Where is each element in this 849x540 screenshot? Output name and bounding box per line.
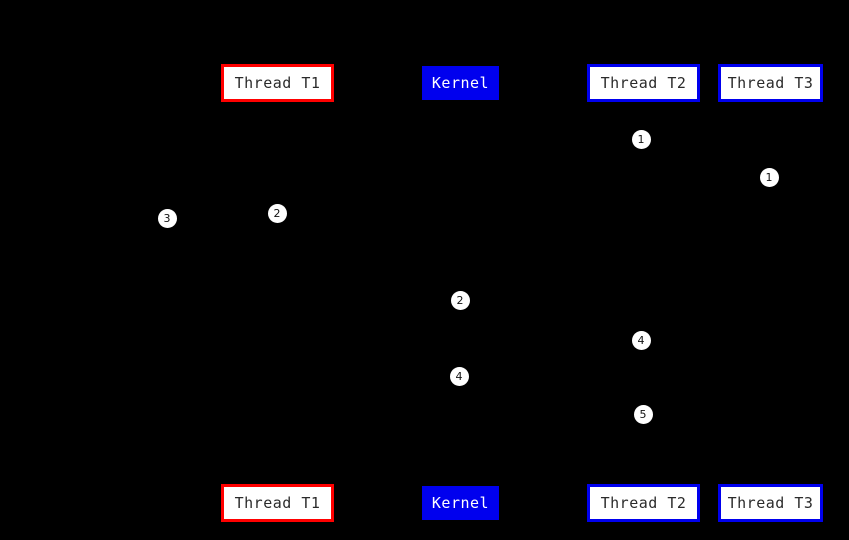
- participant-label: Thread T3: [727, 493, 814, 512]
- message-arrow: [277, 300, 460, 301]
- step-badge: 4: [631, 330, 651, 350]
- participant-box-kernel-top[interactable]: Kernel: [422, 66, 499, 100]
- participant-box-t1-top[interactable]: Thread T1: [221, 64, 334, 102]
- participant-box-kernel-bottom[interactable]: Kernel: [422, 486, 499, 520]
- lifeline-t1: [277, 102, 278, 484]
- step-badge: 5: [633, 404, 653, 424]
- participant-label: Thread T1: [234, 73, 321, 92]
- message-arrow: [460, 376, 643, 377]
- step-badge: 4: [449, 366, 469, 386]
- participant-box-t2-top[interactable]: Thread T2: [587, 64, 700, 102]
- participant-label: Thread T1: [234, 493, 321, 512]
- participant-label: Thread T2: [600, 73, 687, 92]
- step-badge: 2: [450, 290, 470, 310]
- message-arrow: [167, 218, 277, 219]
- message-arrow: [460, 139, 643, 140]
- participant-label: Thread T2: [600, 493, 687, 512]
- message-arrow: [460, 340, 643, 341]
- participant-label: Kernel: [431, 493, 490, 512]
- step-badge: 1: [759, 167, 779, 187]
- lifeline-t2: [643, 102, 644, 484]
- step-badge: 2: [267, 203, 287, 223]
- message-arrow: [460, 414, 643, 415]
- participant-label: Thread T3: [727, 73, 814, 92]
- lifeline-t3: [770, 102, 771, 484]
- participant-box-t3-top[interactable]: Thread T3: [718, 64, 823, 102]
- participant-box-t1-bottom[interactable]: Thread T1: [221, 484, 334, 522]
- participant-label: Kernel: [431, 73, 490, 92]
- step-badge: 1: [631, 129, 651, 149]
- participant-box-t3-bottom[interactable]: Thread T3: [718, 484, 823, 522]
- participant-box-t2-bottom[interactable]: Thread T2: [587, 484, 700, 522]
- message-arrow: [277, 213, 460, 214]
- message-arrow: [460, 177, 770, 178]
- step-badge: 3: [157, 208, 177, 228]
